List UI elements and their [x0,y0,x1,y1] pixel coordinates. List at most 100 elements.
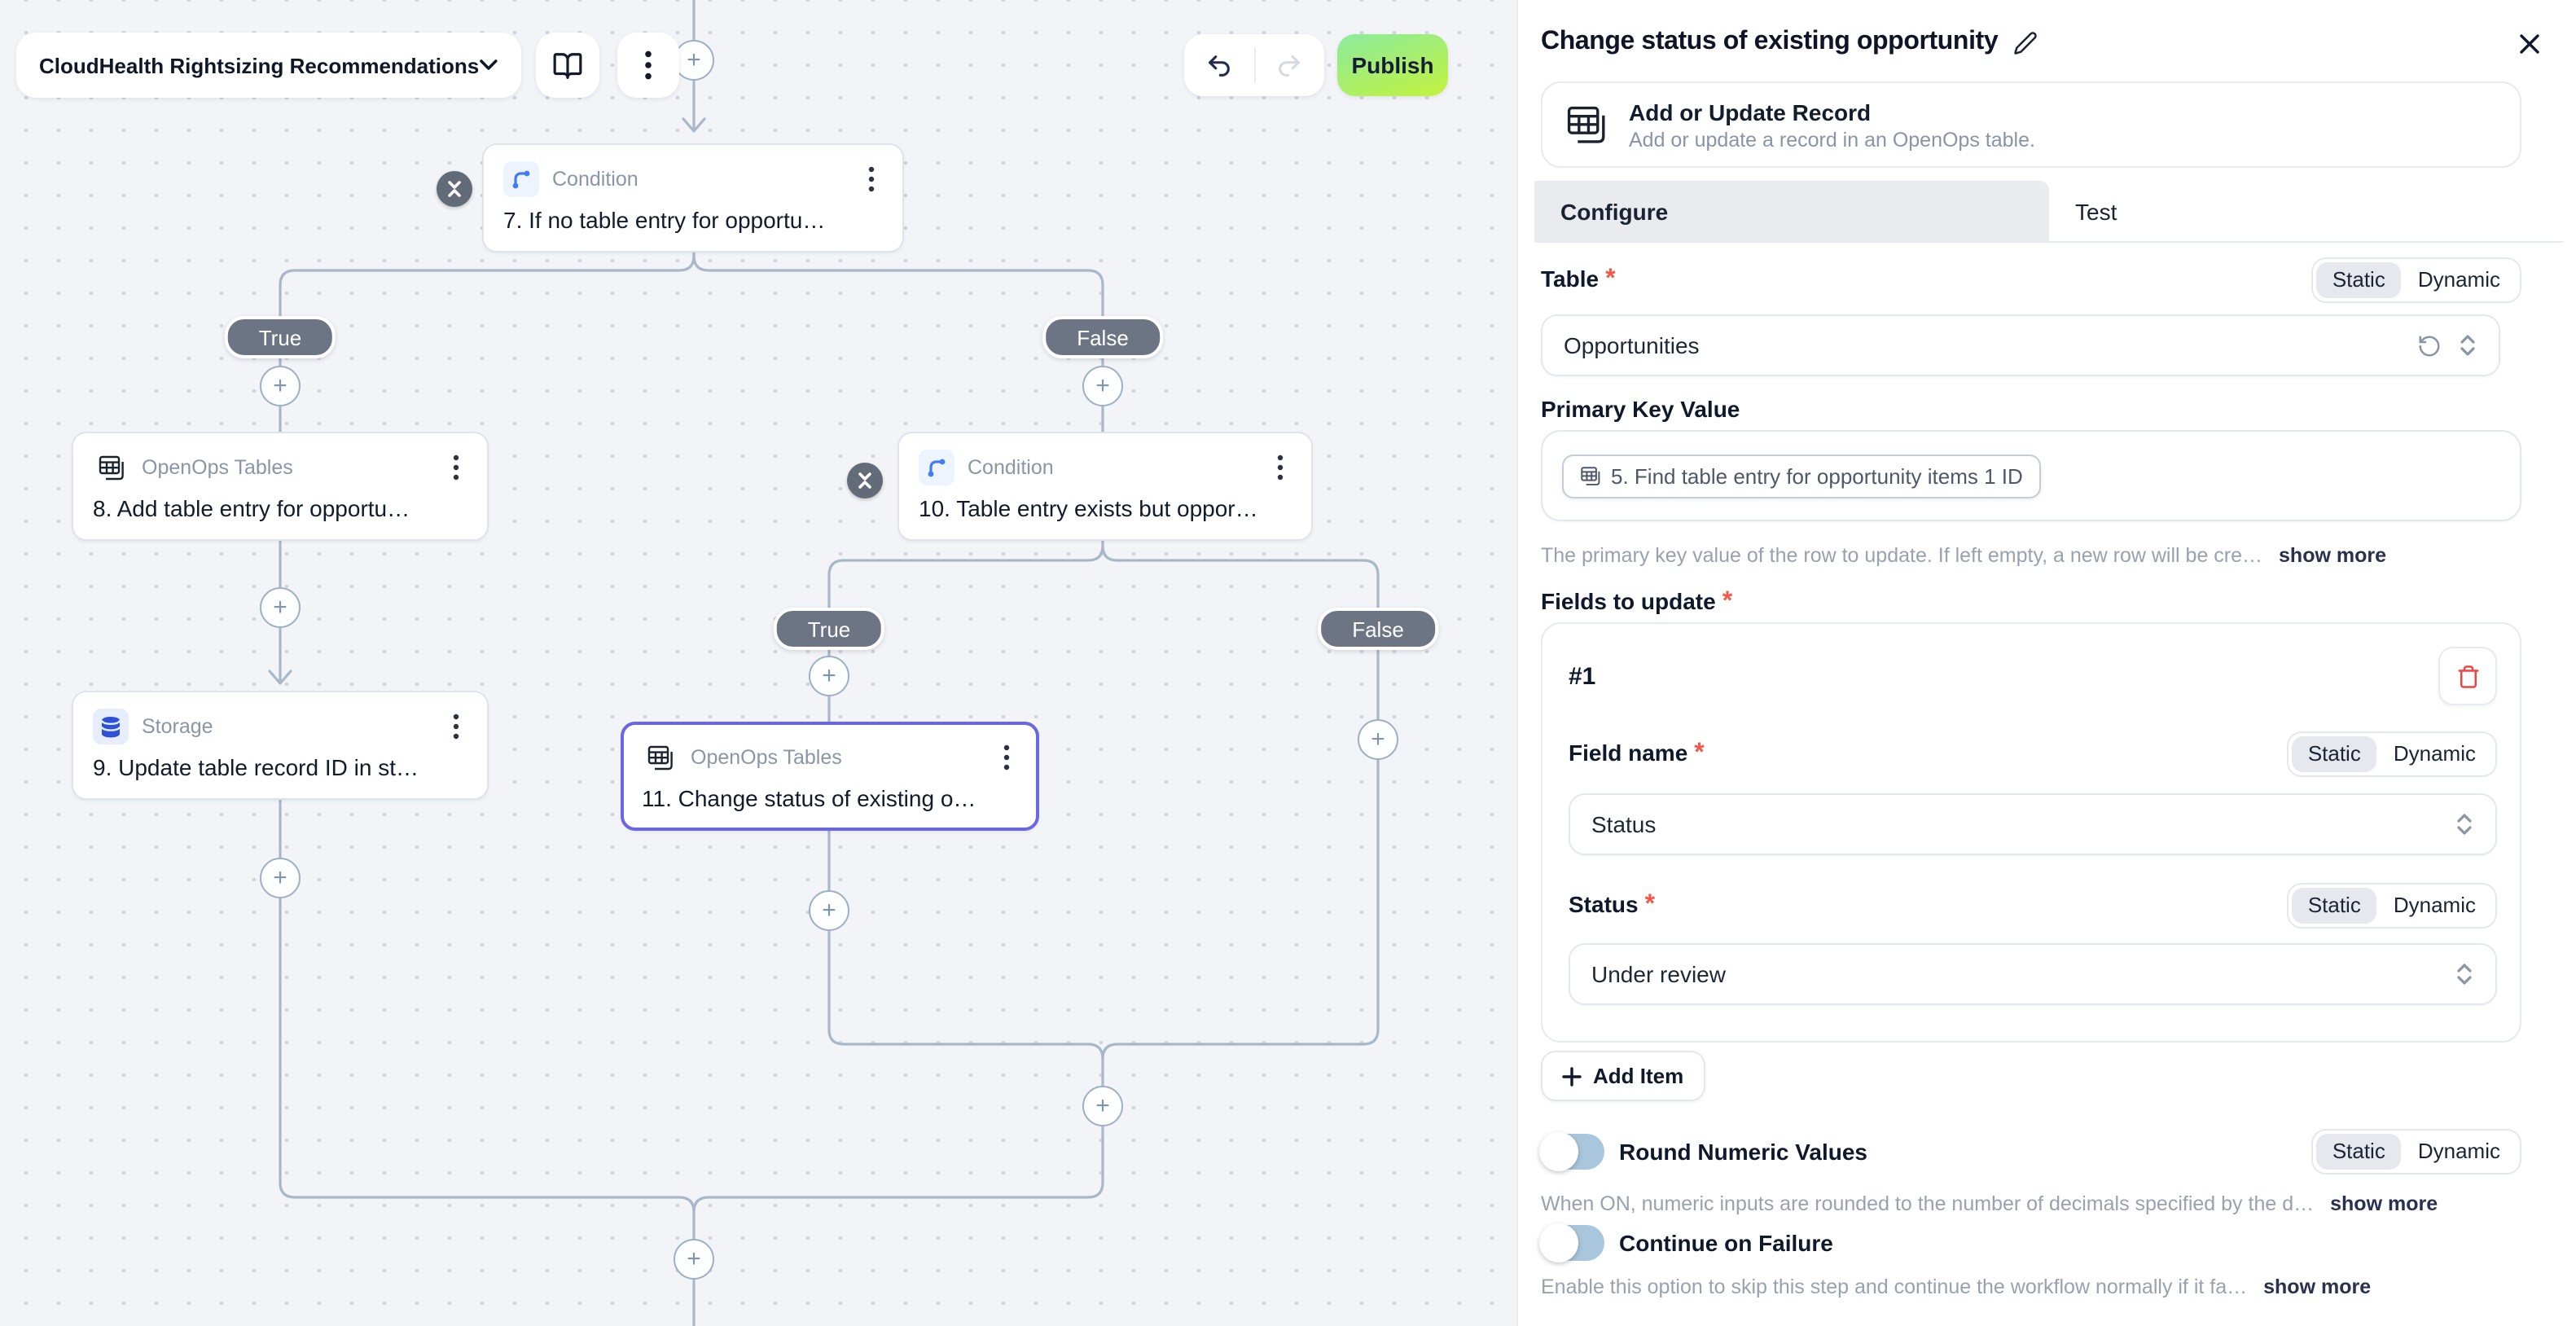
show-more-link[interactable]: show more [2279,544,2387,567]
action-description: Add or update a record in an OpenOps tab… [1629,128,2035,151]
add-step-button[interactable]: + [260,366,301,406]
round-numeric-toggle[interactable] [1539,1132,1604,1171]
undo-button[interactable] [1185,34,1253,96]
collapse-branch-button[interactable] [437,171,472,207]
dynamic-option[interactable]: Dynamic [2417,1139,2500,1163]
flow-name-dropdown[interactable]: CloudHealth Rightsizing Recommendations [16,33,521,98]
table-select-value: Opportunities [1564,332,1700,358]
chevrons-up-down-icon [2457,814,2472,835]
fields-to-update-card: #1 Field name* Static Dynamic Status Sta… [1541,622,2521,1043]
helper-text: The primary key value of the row to upda… [1541,544,2263,567]
condition-icon [503,161,539,197]
edit-pencil-icon[interactable] [2012,30,2037,55]
node-tables-8[interactable]: OpenOps Tables 8. Add table entry for op… [72,432,489,541]
node-kind-label: OpenOps Tables [691,746,842,769]
static-option[interactable]: Static [2291,888,2377,924]
flow-edges [268,0,1380,1326]
collapse-branch-button[interactable] [847,463,883,498]
plus-icon [1562,1066,1582,1086]
primary-key-helper-row: The primary key value of the row to upda… [1541,541,2386,570]
node-menu-icon[interactable] [445,713,467,740]
node-title: 11. Change status of existing o… [642,785,976,811]
dynamic-option[interactable]: Dynamic [2393,893,2476,917]
fields-to-update-label: Fields to update* [1541,588,1733,616]
add-step-button[interactable]: + [809,656,849,696]
action-summary-card: Add or Update Record Add or update a rec… [1541,81,2521,168]
node-menu-icon[interactable] [445,454,467,481]
flow-canvas[interactable]: + + + + + + + + + + True False True Fals… [0,0,1516,1326]
tables-icon [642,740,678,775]
chevrons-up-down-icon [2460,335,2475,356]
add-step-button[interactable]: + [1082,366,1123,406]
tables-icon [1581,466,1600,485]
show-more-link[interactable]: show more [2330,1192,2438,1215]
round-numeric-row: Round Numeric Values Static Dynamic [1539,1127,2521,1176]
add-step-button[interactable]: + [674,40,714,81]
status-select[interactable]: Under review [1569,943,2497,1005]
required-asterisk: * [1694,740,1705,767]
toggle-knob [1539,1223,1578,1262]
static-option[interactable]: Static [2315,262,2402,298]
node-condition-10[interactable]: Condition 10. Table entry exists but opp… [897,432,1313,541]
add-step-button[interactable]: + [1082,1086,1123,1126]
primary-key-label: Primary Key Value [1541,396,1740,422]
panel-tabs: Configure Test [1534,181,2564,243]
required-asterisk: * [1644,891,1656,919]
table-select[interactable]: Opportunities [1541,314,2500,376]
static-option[interactable]: Static [2291,736,2377,772]
dynamic-option[interactable]: Dynamic [2393,741,2476,766]
round-numeric-helper-row: When ON, numeric inputs are rounded to t… [1541,1189,2438,1218]
divider [1253,47,1255,83]
node-menu-icon[interactable] [995,744,1018,771]
branch-badge-false: False [1318,608,1438,650]
redo-button[interactable] [1255,34,1323,96]
add-step-button[interactable]: + [260,587,301,628]
flow-menu-button[interactable] [617,33,679,98]
primary-key-input[interactable]: 5. Find table entry for opportunity item… [1541,430,2521,521]
step-reference-chip[interactable]: 5. Find table entry for opportunity item… [1562,454,2041,498]
close-panel-button[interactable] [2518,33,2541,64]
round-numeric-label: Round Numeric Values [1619,1139,1867,1165]
node-condition-7[interactable]: Condition 7. If no table entry for oppor… [482,143,904,252]
collapse-icon [448,181,461,197]
chevron-down-icon [480,59,498,70]
add-step-button[interactable]: + [1358,719,1398,760]
node-menu-icon[interactable] [860,166,883,192]
tab-configure[interactable]: Configure [1534,181,2049,241]
add-item-button[interactable]: Add Item [1541,1051,1705,1101]
table-field-row: Table* Static Dynamic [1541,256,2521,305]
tables-icon [93,450,129,485]
trash-icon [2457,665,2478,687]
continue-on-failure-label: Continue on Failure [1619,1230,1833,1256]
field-name-row: Field name* Static Dynamic [1569,731,2497,777]
close-icon [2520,34,2539,54]
storage-icon [93,709,129,744]
add-step-button[interactable]: + [674,1239,714,1280]
node-storage-9[interactable]: Storage 9. Update table record ID in st… [72,691,489,800]
dynamic-option[interactable]: Dynamic [2417,267,2500,292]
step-reference-text: 5. Find table entry for opportunity item… [1611,463,2023,488]
branch-badge-false: False [1042,316,1163,358]
status-value: Under review [1591,961,1726,987]
panel-title: Change status of existing opportunity [1541,28,1999,55]
collapse-icon [858,472,871,489]
node-title: 10. Table entry exists but oppor… [919,495,1258,521]
field-name-select[interactable]: Status [1569,793,2497,855]
add-step-button[interactable]: + [809,890,849,931]
step-settings-panel: Change status of existing opportunity Ad… [1516,0,2576,1326]
toggle-knob [1539,1132,1578,1171]
show-more-link[interactable]: show more [2263,1276,2372,1298]
undo-icon [1209,55,1230,76]
node-menu-icon[interactable] [1269,454,1292,481]
condition-icon [919,450,954,485]
continue-on-failure-helper-row: Enable this option to skip this step and… [1541,1272,2371,1302]
refresh-icon[interactable] [2417,333,2442,358]
continue-on-failure-toggle[interactable] [1539,1223,1604,1262]
node-tables-11[interactable]: OpenOps Tables 11. Change status of exis… [621,722,1039,831]
tab-test[interactable]: Test [2075,198,2117,224]
static-option[interactable]: Static [2315,1134,2402,1170]
docs-button[interactable] [536,33,599,98]
add-step-button[interactable]: + [260,858,301,898]
publish-button[interactable]: Publish [1337,34,1448,96]
delete-item-button[interactable] [2438,647,2497,705]
